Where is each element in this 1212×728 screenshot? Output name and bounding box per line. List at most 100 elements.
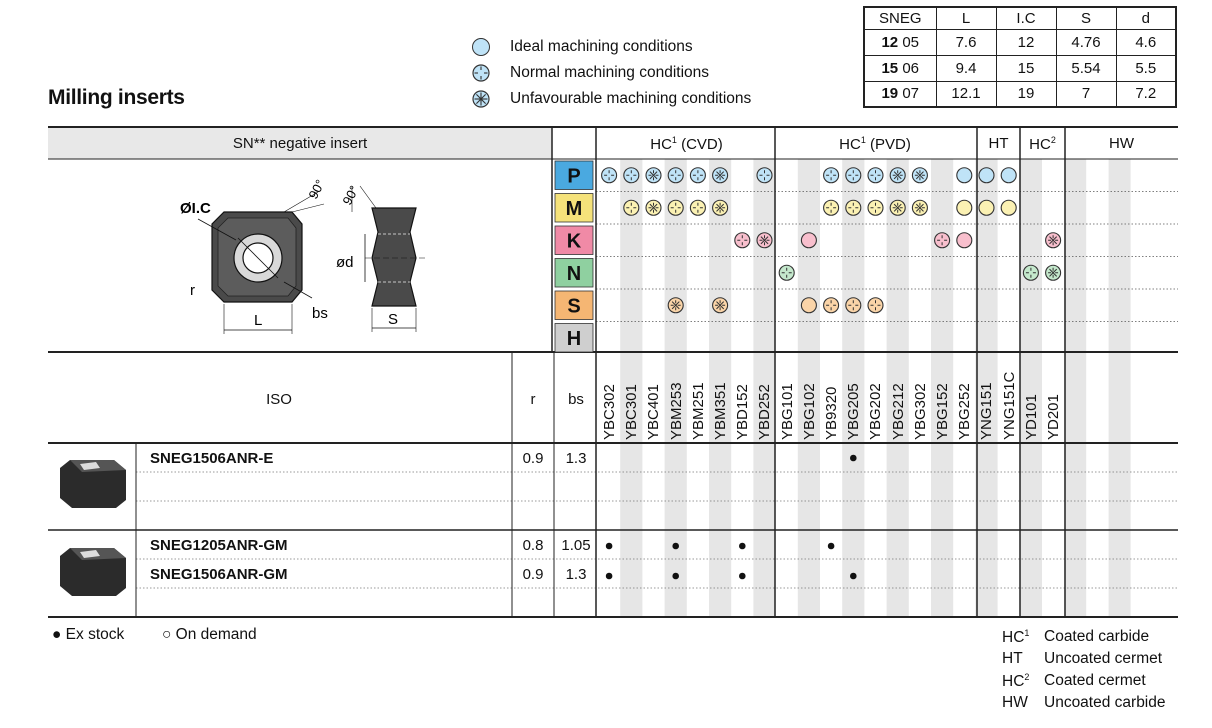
ic-label: ØI.C	[180, 200, 211, 217]
grade-legend-code: HW	[1002, 694, 1028, 711]
group-hc1-cvd: HC1 (CVD)	[650, 135, 723, 153]
ex-stock-dot	[850, 572, 857, 580]
normal-circle-icon	[778, 264, 795, 281]
table-row: 12 05 7.6 12 4.76 4.6	[863, 28, 1177, 56]
group-hc1-pvd: HC1 (PVD)	[839, 135, 911, 153]
material-letter-n: N	[567, 263, 581, 285]
symbol-tick	[893, 171, 902, 180]
bs-header: bs	[568, 391, 584, 408]
normal-circle-icon	[823, 199, 840, 216]
grade-label-ybg202: YBG202	[867, 383, 885, 440]
grade-label-ybd252: YBD252	[756, 384, 774, 440]
ideal-circle-icon	[978, 199, 995, 216]
grade-legend-code: HT	[1002, 650, 1023, 667]
normal-circle-icon	[689, 167, 706, 184]
ideal-circle-icon	[800, 232, 817, 249]
unfavourable-circle-icon	[472, 90, 490, 108]
grade-legend-desc: Coated carbide	[1044, 628, 1150, 645]
material-box-s	[554, 290, 594, 320]
symbol-tick	[716, 301, 725, 310]
grade-column-shade	[753, 159, 776, 617]
ex-stock-dot	[739, 572, 746, 580]
col-header-sneg: SNEG	[863, 6, 937, 30]
table-cell: 12.1	[935, 80, 997, 108]
insert-photo-gm	[60, 548, 126, 596]
legend-label: Unfavourable machining conditions	[510, 90, 752, 107]
grade-label-ybg212: YBG212	[889, 383, 907, 440]
table-cell: 7.2	[1115, 80, 1177, 108]
symbol-tick	[649, 203, 658, 212]
ideal-circle-icon	[472, 38, 490, 56]
symbol-tick	[671, 301, 680, 310]
bs-value: 1.3	[565, 450, 587, 467]
grade-column-shade	[1019, 159, 1042, 617]
grade-label-ybg152: YBG152	[934, 383, 951, 440]
material-box-m	[554, 193, 594, 223]
iso-header: ISO	[266, 391, 292, 408]
d-label: ød	[336, 254, 354, 271]
table-cell: 7.6	[935, 28, 997, 56]
bs-value: 1.3	[565, 566, 587, 583]
legend-unfavourable: Unfavourable machining conditions	[472, 90, 751, 108]
l-label: L	[254, 312, 262, 329]
symbol-tick	[649, 171, 658, 180]
ex-stock-dot	[739, 542, 746, 550]
normal-circle-icon	[734, 232, 751, 249]
grade-label-yng151: YNG151	[978, 382, 996, 440]
grade-column-shade	[886, 159, 909, 617]
grade-column-shade	[709, 159, 732, 617]
symbol-tick	[915, 203, 924, 212]
material-letter-m: M	[566, 198, 583, 220]
grade-column-shade	[842, 159, 865, 617]
grade-column-shade	[1064, 159, 1087, 617]
symbol-tick	[1049, 268, 1058, 277]
ex-stock-dot	[672, 572, 679, 580]
normal-circle-icon	[1022, 264, 1039, 281]
insert-photo-e	[60, 460, 126, 508]
r-value: 0.9	[522, 566, 544, 583]
r-value: 0.8	[522, 537, 544, 554]
normal-circle-icon	[823, 167, 840, 184]
grade-column-shade	[797, 159, 820, 617]
iso-code: SNEG1506ANR-E	[150, 450, 274, 467]
grade-label-ybc302: YBC302	[601, 384, 618, 440]
legend-label: Ideal machining conditions	[510, 38, 693, 55]
symbol-tick	[716, 171, 725, 180]
grade-label-ybg101: YBG101	[778, 383, 796, 440]
header-band	[48, 128, 552, 159]
normal-circle-icon	[756, 167, 773, 184]
material-box-p	[554, 160, 594, 190]
normal-circle-icon	[845, 167, 862, 184]
material-letter-h: H	[567, 328, 581, 350]
table-cell: 5.5	[1115, 54, 1177, 82]
ex-stock-dot	[605, 542, 613, 550]
grade-label-yng151c: YNG151C	[1000, 371, 1018, 440]
grade-label-ybm253: YBM253	[667, 382, 685, 440]
sneg-dimension-table: SNEG L I.C S d 12 05 7.6 12 4.76 4.6 15 …	[863, 6, 1177, 108]
symbol-tick	[760, 236, 769, 245]
insert-header: SN** negative insert	[232, 135, 368, 152]
normal-circle-icon	[934, 232, 951, 249]
group-ht: HT	[988, 135, 1009, 152]
sneg-code: 19 07	[863, 80, 937, 108]
legend-ideal: Ideal machining conditions	[472, 38, 693, 56]
normal-circle-icon	[845, 199, 862, 216]
normal-circle-icon	[601, 167, 618, 184]
angle-label: 90°	[339, 183, 361, 207]
material-box-h	[554, 323, 594, 353]
grade-label-ybg102: YBG102	[800, 383, 818, 440]
grade-legend-desc: Coated cermet	[1044, 672, 1146, 689]
grade-label-ybc401: YBC401	[645, 384, 663, 440]
normal-circle-icon	[472, 64, 490, 82]
r-value: 0.9	[522, 450, 544, 467]
ideal-circle-icon	[956, 167, 973, 184]
table-cell: 5.54	[1055, 54, 1117, 82]
material-box-k	[554, 225, 594, 255]
ideal-circle-icon	[956, 199, 973, 216]
symbol-tick	[1049, 236, 1058, 245]
ideal-circle-icon	[1000, 199, 1017, 216]
s-label: S	[388, 311, 398, 328]
grade-label-ybg205: YBG205	[845, 383, 863, 440]
iso-code: SNEG1506ANR-GM	[150, 566, 288, 583]
